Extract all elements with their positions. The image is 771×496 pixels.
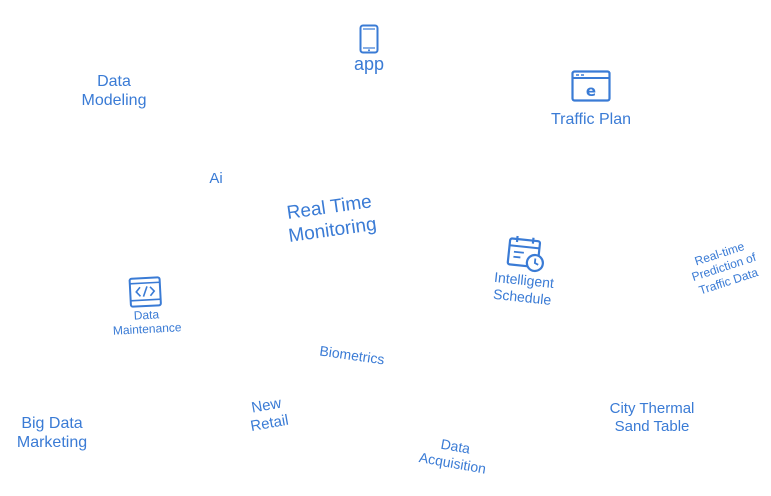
ai-label: Ai xyxy=(209,170,223,187)
node-data-acquisition[interactable]: Data Acquisition xyxy=(412,431,497,478)
node-ai[interactable]: Ai xyxy=(202,170,230,188)
svg-text:e: e xyxy=(586,82,596,100)
node-data-maintenance[interactable]: Data Maintenance xyxy=(102,274,189,339)
node-intelligent-schedule[interactable]: Intelligent Schedule xyxy=(479,232,572,310)
mobile-phone-icon xyxy=(340,24,398,54)
node-big-data-marketing[interactable]: Big Data Marketing xyxy=(6,414,98,452)
traffic-plan-label: Traffic Plan xyxy=(550,111,632,128)
code-window-icon xyxy=(102,274,188,310)
node-app[interactable]: app xyxy=(340,24,398,76)
app-label: app xyxy=(353,54,385,74)
node-traffic-plan[interactable]: e Traffic Plan xyxy=(538,70,644,129)
node-real-time-prediction[interactable]: Real-time Prediction of Traffic Data xyxy=(672,232,771,303)
city-thermal-line1: City Thermal xyxy=(609,400,695,417)
biometrics-label: Biometrics xyxy=(318,342,386,368)
data-maintenance-line2: Maintenance xyxy=(112,320,182,339)
node-data-modeling[interactable]: Data Modeling xyxy=(64,72,164,110)
city-thermal-line2: Sand Table xyxy=(614,418,690,435)
node-real-time-monitoring[interactable]: Real Time Monitoring xyxy=(265,188,396,251)
big-data-marketing-line2: Marketing xyxy=(16,434,88,452)
data-modeling-line1: Data xyxy=(97,73,131,90)
big-data-marketing-line1: Big Data xyxy=(21,415,83,432)
node-city-thermal[interactable]: City Thermal Sand Table xyxy=(600,400,704,436)
calendar-clock-icon xyxy=(482,232,571,277)
node-new-retail[interactable]: New Retail xyxy=(235,392,300,438)
data-modeling-line2: Modeling xyxy=(81,92,147,110)
browser-window-icon: e xyxy=(538,70,644,102)
node-biometrics[interactable]: Biometrics xyxy=(311,342,393,370)
